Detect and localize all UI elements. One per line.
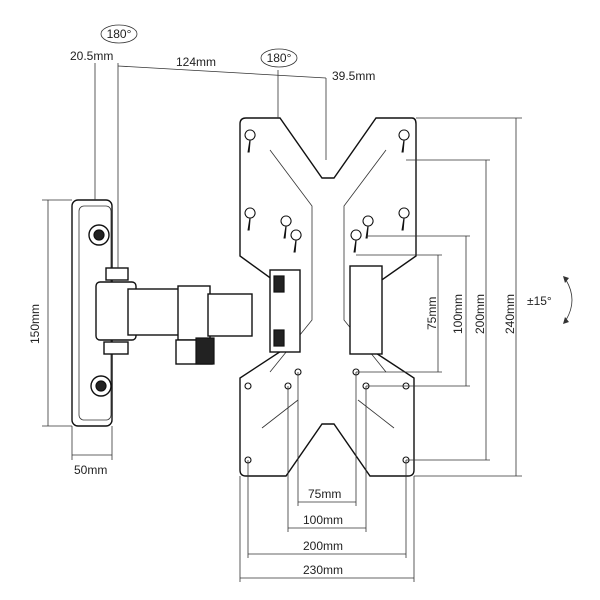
dim-arm-length: 124mm xyxy=(176,55,216,69)
dim-vesa-75-horizontal: 75mm xyxy=(308,487,341,501)
dim-plate-height: 240mm xyxy=(503,294,517,334)
dim-vesa-100-vertical: 100mm xyxy=(451,294,465,334)
plate-rotation-label: 180° xyxy=(267,51,292,65)
dim-vesa-100-horizontal: 100mm xyxy=(303,513,343,527)
dim-wall-plate-width: 50mm xyxy=(74,463,107,477)
dim-left-offset: 20.5mm xyxy=(70,49,113,63)
dim-vesa-75-vertical: 75mm xyxy=(425,297,439,330)
tilt-arrow-up-icon xyxy=(563,276,569,283)
dim-wall-plate-height: 150mm xyxy=(28,304,42,344)
arm-rotation-label: 180° xyxy=(107,27,132,41)
tilt-indicator: ±15° xyxy=(527,276,573,324)
wall-plate xyxy=(71,199,113,427)
tilt-label: ±15° xyxy=(527,294,552,308)
tilt-arrow-down-icon xyxy=(563,317,569,324)
dim-plate-width: 230mm xyxy=(303,563,343,577)
dim-vesa-200-horizontal: 200mm xyxy=(303,539,343,553)
dim-vesa-200-vertical: 200mm xyxy=(473,294,487,334)
dimension-lines xyxy=(42,63,522,582)
rotation-indicator-arm: 180° xyxy=(100,24,138,44)
dim-right-offset: 39.5mm xyxy=(332,69,375,83)
rotation-indicator-plate: 180° xyxy=(260,48,298,68)
swing-arm xyxy=(95,267,253,365)
vesa-plate xyxy=(239,117,417,477)
